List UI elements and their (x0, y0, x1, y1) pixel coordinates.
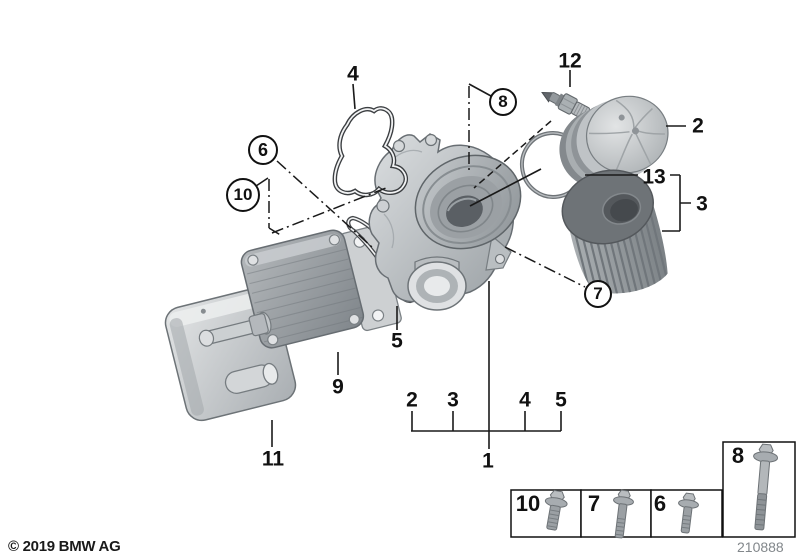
bolt-icon-8 (753, 443, 779, 531)
callout-13[interactable]: 13 (642, 165, 666, 189)
bolt-box-10 (510, 489, 582, 538)
callout-11[interactable]: 11 (261, 447, 285, 471)
callout-12[interactable]: 12 (558, 49, 582, 73)
drawing-number: 210888 (737, 539, 784, 555)
bolt-box-8-label[interactable]: 8 (731, 443, 745, 468)
bolt-box-6-label[interactable]: 6 (653, 491, 667, 516)
circled-callout-8[interactable]: 8 (489, 88, 517, 116)
circled-callout-10[interactable]: 10 (226, 178, 260, 212)
leader-lines (255, 70, 691, 449)
bolt-box-10-label[interactable]: 10 (515, 491, 541, 516)
bracket-callout-1[interactable]: 1 (482, 449, 494, 473)
callout-5[interactable]: 5 (391, 329, 403, 353)
callout-2[interactable]: 2 (692, 114, 704, 138)
copyright-notice: © 2019 BMW AG (8, 538, 121, 555)
circled-callout-6[interactable]: 6 (248, 135, 278, 165)
bracket-callout-2[interactable]: 2 (406, 388, 418, 412)
callout-3[interactable]: 3 (696, 192, 708, 216)
bracket-callout-5[interactable]: 5 (555, 388, 567, 412)
callout-4[interactable]: 4 (347, 62, 359, 86)
bolt-icon-6 (678, 492, 699, 534)
bolt-icon-7 (613, 489, 634, 539)
circled-callout-7[interactable]: 7 (584, 280, 612, 308)
bolt-icon-10 (544, 489, 568, 531)
callout-9[interactable]: 9 (332, 375, 344, 399)
bracket-callout-4[interactable]: 4 (519, 388, 531, 412)
oil-cooler (198, 225, 402, 349)
bracket-callout-3[interactable]: 3 (447, 388, 459, 412)
filter-cap (559, 95, 669, 189)
housing-gasket (332, 106, 409, 198)
bolt-box-7-label[interactable]: 7 (587, 491, 601, 516)
